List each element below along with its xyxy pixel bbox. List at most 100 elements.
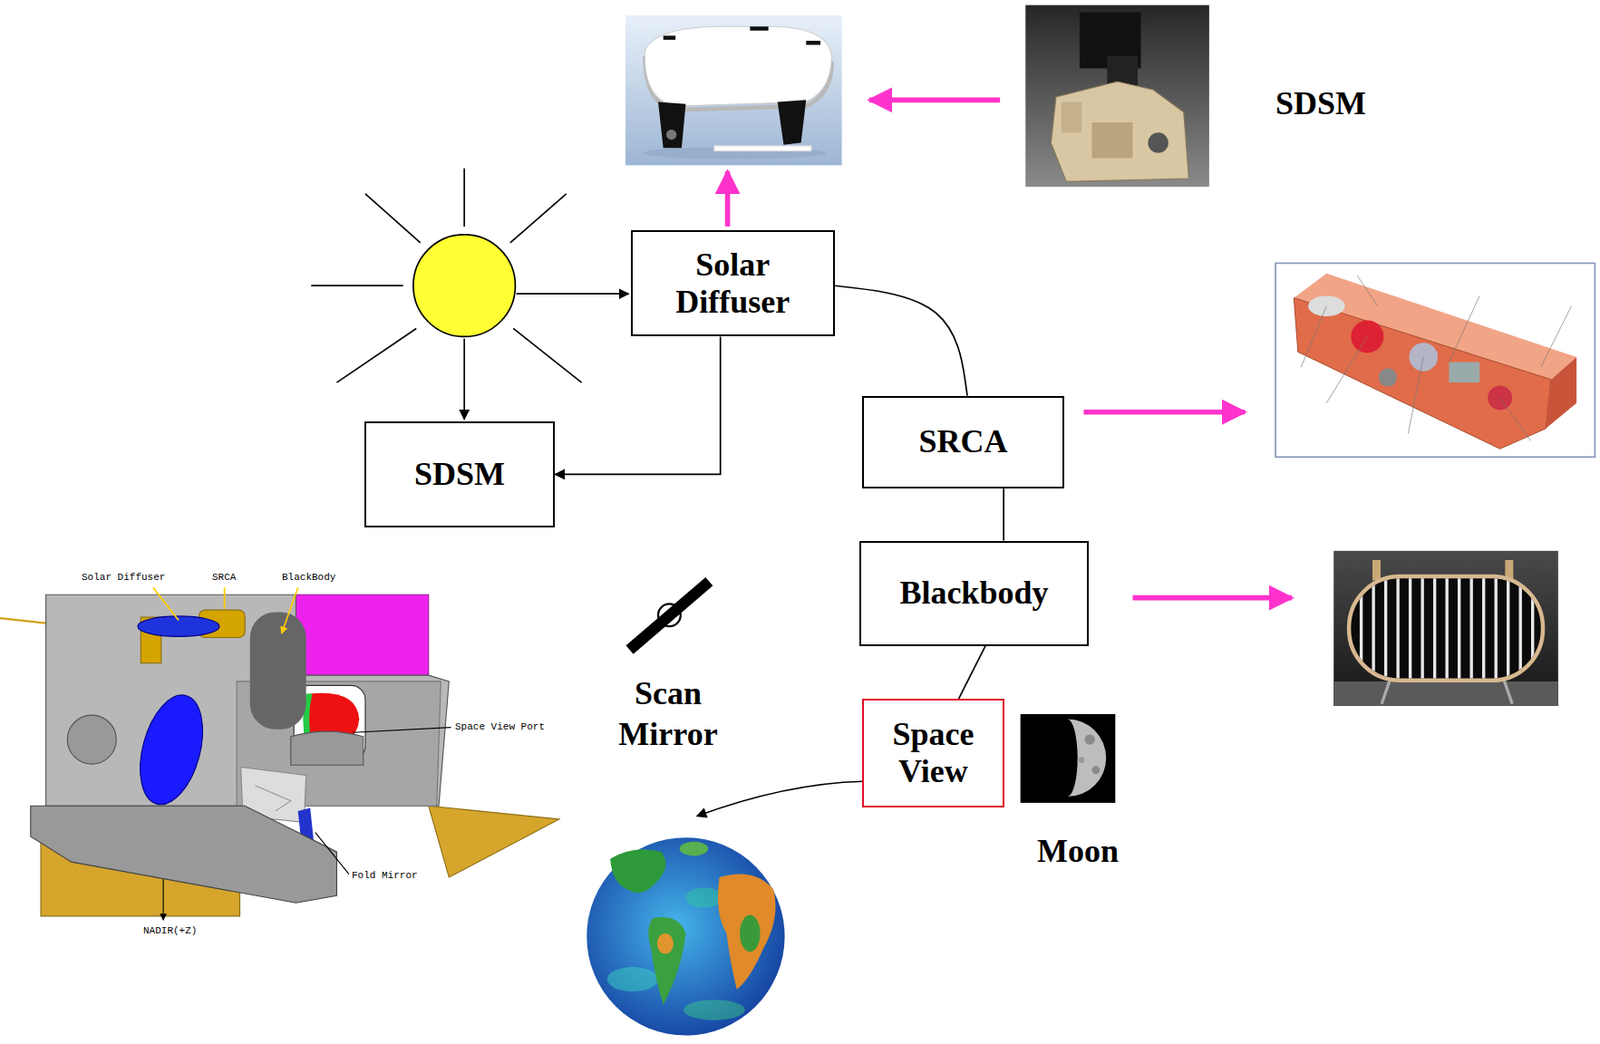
scan-mirror-symbol-part: [630, 581, 710, 650]
pointer-arrow-part: [869, 96, 1000, 103]
leader-line-part: [153, 587, 299, 634]
earth-globe-part: [648, 917, 686, 1006]
srca-cutaway-part: [1448, 362, 1480, 384]
connector-line: [1002, 488, 1005, 541]
diffuser-photo-part: [663, 35, 677, 40]
part-label: Scan Mirror: [609, 673, 728, 756]
calibrator-box: Solar Diffuser: [630, 230, 835, 337]
moon-image: [1020, 714, 1116, 804]
pointer-arrow-part: [725, 171, 731, 227]
instrument-drawing-part: [129, 688, 214, 812]
sun-symbol-part: [413, 234, 516, 338]
earth-globe-part: [717, 874, 776, 990]
leader-line-part: [163, 727, 451, 922]
box-label: Blackbody: [899, 574, 1048, 612]
sdsm-photo-part: [1147, 132, 1169, 154]
instrument-drawing-part: [290, 731, 364, 766]
diffuser-photo-part: [714, 145, 812, 152]
earth-globe-part: [610, 849, 666, 893]
earth-globe-part: [685, 887, 723, 909]
light-arrow-part: [516, 292, 630, 295]
calibrator-box: SRCA: [862, 396, 1065, 489]
earth-globe-part: [586, 837, 785, 1036]
sdsm-photo-part: [1106, 56, 1138, 88]
diffuser-photo-part: [777, 99, 807, 146]
illustration-layer-part: [0, 5, 1595, 1037]
instrument-drawing-part: [295, 594, 428, 676]
earth-globe-part: [739, 915, 761, 953]
part-label: Moon: [1032, 831, 1124, 873]
scan-mirror-symbol-part: [658, 603, 681, 627]
srca-cutaway-part: [1275, 262, 1595, 457]
instrument-drawing-part: [254, 785, 291, 812]
light-arrow-part: [463, 339, 466, 420]
instrument-drawing-part: [30, 805, 338, 903]
srca-cutaway-part: [1300, 275, 1571, 441]
earth-globe-part: [679, 842, 709, 857]
moon-image-part: [1085, 734, 1096, 745]
callout-label: NADIR(+Z): [143, 925, 197, 937]
callout-label: Fold Mirror: [351, 870, 418, 882]
sdsm-photo: [1025, 5, 1210, 187]
calibrator-box: Blackbody: [859, 541, 1089, 647]
blackbody-photo-part: [1333, 551, 1559, 707]
callout-label: Space View Port: [455, 721, 545, 733]
blackbody-photo: [1333, 551, 1559, 707]
sdsm-photo-part: [1091, 122, 1133, 158]
callout-label: SRCA: [212, 572, 236, 583]
leader-line: [153, 587, 452, 921]
srca-cutaway-part: [1545, 357, 1577, 429]
srca-cutaway-part: [1378, 368, 1397, 387]
moon-image-part: [1020, 714, 1116, 804]
diffuser-photo-part: [749, 26, 768, 31]
diffuser-photo-part: [658, 102, 686, 149]
earth-globe-part: [607, 967, 659, 992]
sun-symbol-part: [310, 168, 582, 383]
sun-symbol: [310, 168, 582, 383]
earth-globe-part: [657, 933, 674, 955]
sdsm-photo-part: [1025, 5, 1210, 187]
part-label: SDSM: [1275, 83, 1367, 125]
diffuser-photo-part: [805, 40, 821, 46]
instrument-drawing-part: [250, 611, 307, 729]
diffuser-photo: [625, 15, 843, 165]
scan-mirror-symbol: [630, 581, 710, 650]
light-arrow-part: [697, 781, 863, 816]
srca-cutaway: [1275, 262, 1595, 457]
instrument-drawing: [0, 594, 560, 917]
moon-image-part: [1066, 719, 1106, 798]
blackbody-photo-part: [1333, 681, 1559, 707]
callout-label: BlackBody: [281, 572, 336, 583]
instrument-drawing-part: [428, 805, 560, 878]
calibrator-box: SDSM: [364, 421, 555, 528]
instrument-drawing-part: [67, 715, 117, 765]
box-label: Space View: [872, 716, 993, 792]
sdsm-photo-part: [1050, 81, 1189, 182]
moon-image-part: [1091, 766, 1100, 775]
callout-label: Solar Diffuser: [81, 572, 165, 583]
box-label: Solar Diffuser: [641, 246, 825, 322]
diffuser-photo-part: [644, 26, 832, 107]
pointer-arrow-part: [1083, 409, 1245, 416]
blackbody-photo-part: [1372, 560, 1381, 582]
pointer-arrow-part: [1132, 595, 1292, 602]
diffuser-photo-part: [666, 129, 677, 140]
earth-globe-part: [683, 999, 746, 1021]
srca-cutaway-part: [1293, 298, 1552, 450]
box-label: SRCA: [919, 423, 1009, 461]
view-box: Space View: [862, 698, 1004, 808]
blackbody-photo-part: [1381, 680, 1513, 705]
connector-line: [959, 646, 987, 700]
connector-line: [554, 336, 720, 475]
box-label: SDSM: [414, 455, 505, 494]
diffuser-photo-part: [625, 15, 843, 165]
blackbody-photo-part: [1361, 578, 1533, 679]
connector-line: [834, 285, 968, 396]
earth-globe: [586, 837, 785, 1036]
moon-image-part: [1078, 756, 1086, 764]
light-arrow: [464, 293, 863, 816]
blackbody-photo-part: [1348, 576, 1543, 681]
